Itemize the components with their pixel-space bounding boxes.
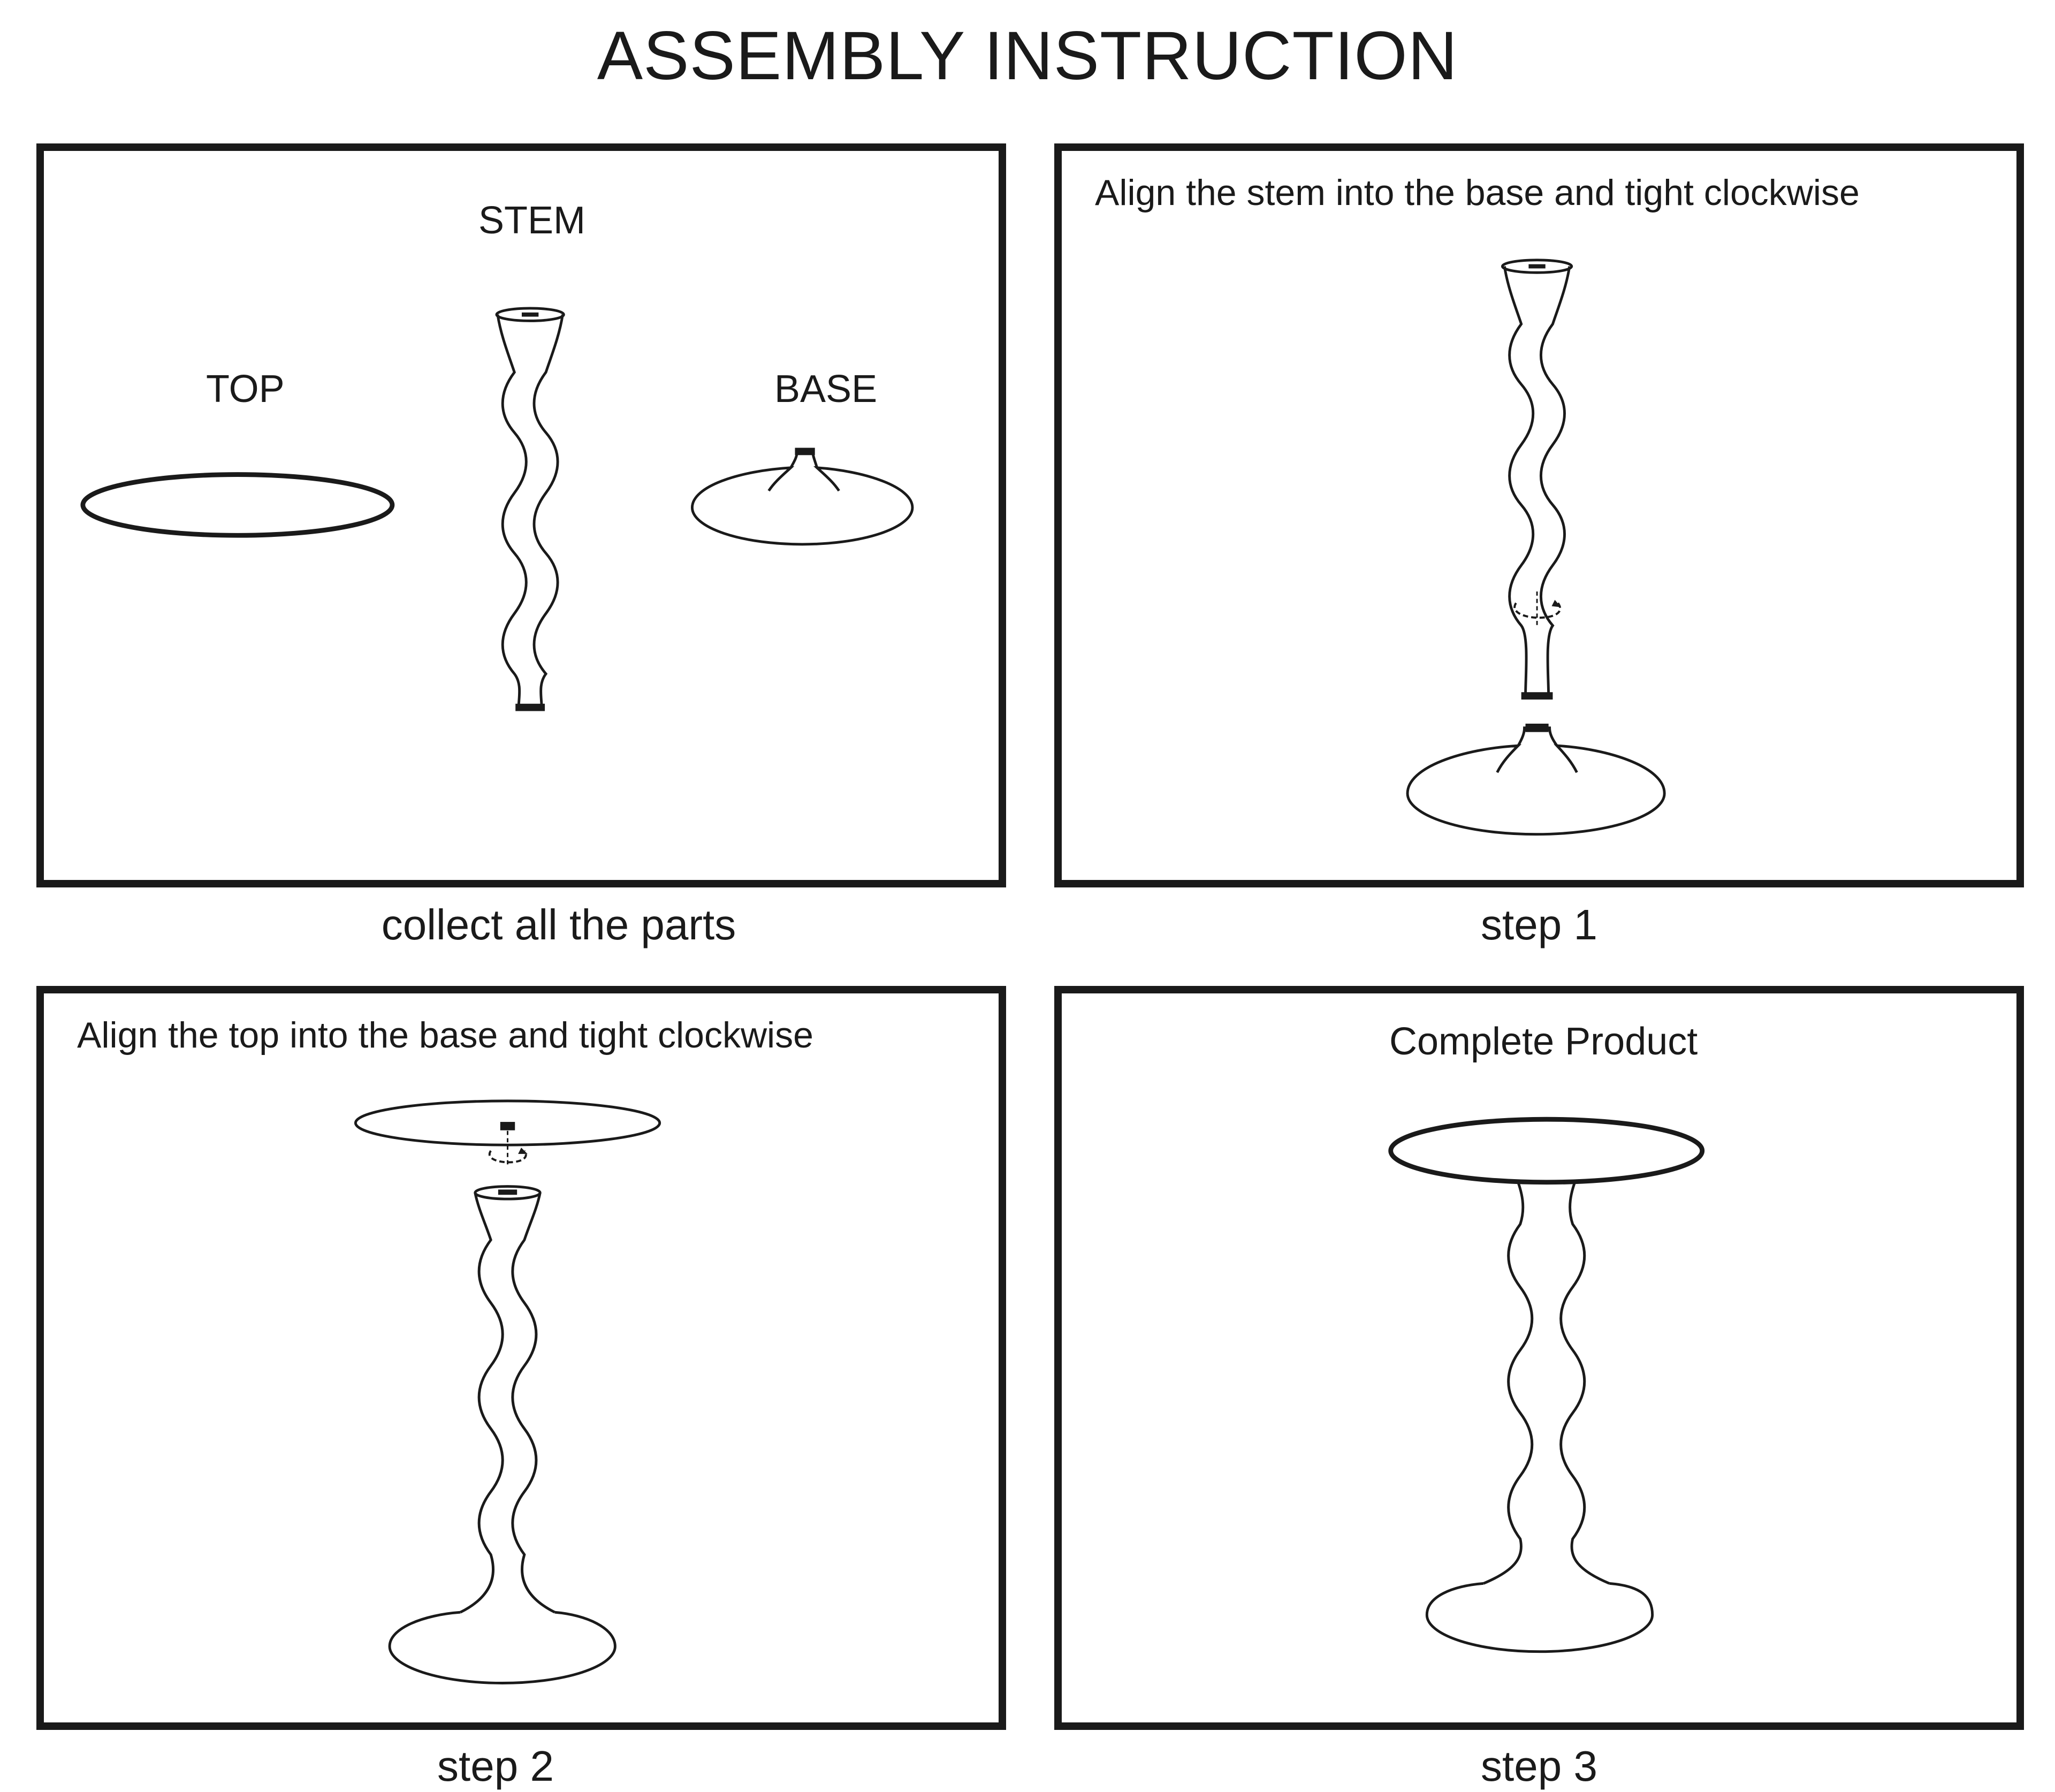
caption-step-2: step 2 [437, 1742, 554, 1790]
label-top: TOP [206, 368, 285, 411]
caption-step-3: step 3 [1481, 1742, 1597, 1790]
caption-collect-parts: collect all the parts [381, 901, 736, 948]
complete-product-heading: Complete Product [1389, 1020, 1698, 1063]
step-1-illustration [1406, 259, 1666, 836]
panel-step-1: Align the stem into the base and tight c… [1054, 143, 2024, 887]
rotate-clockwise-icon [488, 1148, 528, 1164]
label-base: BASE [774, 368, 878, 411]
stem-part [460, 1185, 555, 1614]
top-disk-part [1388, 1117, 1705, 1185]
panel-step-2: Align the top into the base and tight cl… [36, 986, 1006, 1730]
base-part [690, 447, 914, 546]
step-2-illustration [354, 1099, 661, 1684]
panel-step-3: Complete Product [1054, 986, 2024, 1730]
base-part [388, 1611, 616, 1684]
parts-illustration [80, 307, 914, 711]
step-2-instruction: Align the top into the base and tight cl… [77, 1015, 813, 1056]
label-stem: STEM [478, 199, 586, 242]
step-1-instruction: Align the stem into the base and tight c… [1095, 172, 1860, 213]
base-part [1425, 1582, 1654, 1653]
panel-collect-parts: STEM TOP BASE [36, 143, 1006, 887]
stem-part [1483, 1174, 1610, 1585]
top-disk-part [354, 1099, 661, 1167]
stem-part [495, 307, 565, 711]
stem-part [1501, 259, 1573, 700]
rotate-clockwise-icon [1513, 591, 1562, 626]
base-part [1406, 724, 1666, 836]
top-disk-part [80, 472, 395, 538]
complete-product-illustration [1388, 1117, 1705, 1653]
page-title: ASSEMBLY INSTRUCTION [597, 18, 1458, 94]
caption-step-1: step 1 [1481, 901, 1597, 948]
